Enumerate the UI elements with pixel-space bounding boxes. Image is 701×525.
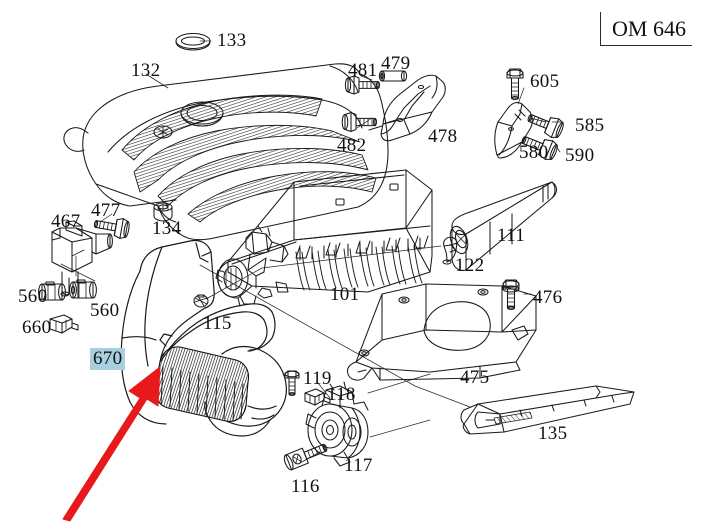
callout-label-tensioner-clip: 118 (327, 384, 356, 405)
callout-label-bracket: 478 (428, 126, 458, 147)
callout-label-hose-clamp: 560 (18, 286, 48, 307)
diagram-title-box (600, 12, 692, 46)
callout-label-seal-ring: 133 (217, 30, 247, 51)
callout-label-air-intake-duct: 670 (90, 348, 126, 370)
red-pointer-arrow (62, 366, 161, 522)
callout-label-retaining-clip: 122 (455, 255, 485, 276)
callout-label-bolt: 116 (291, 476, 320, 497)
callout-label-spacer-sleeve: 479 (381, 53, 411, 74)
callout-label-spring-clip: 660 (22, 317, 52, 338)
callout-label-oil-filter-housing: 111 (497, 225, 525, 246)
diagram-title: OM 646 (612, 16, 686, 41)
callout-label-bolt: 585 (575, 115, 605, 136)
callout-label-grommet: 134 (152, 218, 182, 239)
callout-label-bolt: 605 (530, 71, 560, 92)
callout-label-engine-cover: 132 (131, 60, 161, 81)
callout-label-cover-strip: 135 (538, 423, 568, 444)
callout-label-bolt: 476 (533, 287, 563, 308)
callout-label-air-mass-sensor: 467 (51, 211, 81, 232)
callout-label-bolt: 119 (303, 368, 332, 389)
callout-label-bolt: 477 (91, 200, 121, 221)
callout-label-heat-shield: 475 (460, 367, 490, 388)
callout-label-belt-pulley: 117 (344, 455, 373, 476)
callout-label-bolt: 482 (337, 135, 367, 156)
callout-label-clamp-ring: 115 (203, 313, 232, 334)
callout-label-bolt: 481 (348, 60, 378, 81)
callout-label-intake-manifold: 101 (330, 284, 360, 305)
callout-label-support-bracket: 580 (519, 142, 549, 163)
callout-label-hose-clamp: 560 (90, 300, 120, 321)
callout-label-bolt: 590 (565, 145, 595, 166)
